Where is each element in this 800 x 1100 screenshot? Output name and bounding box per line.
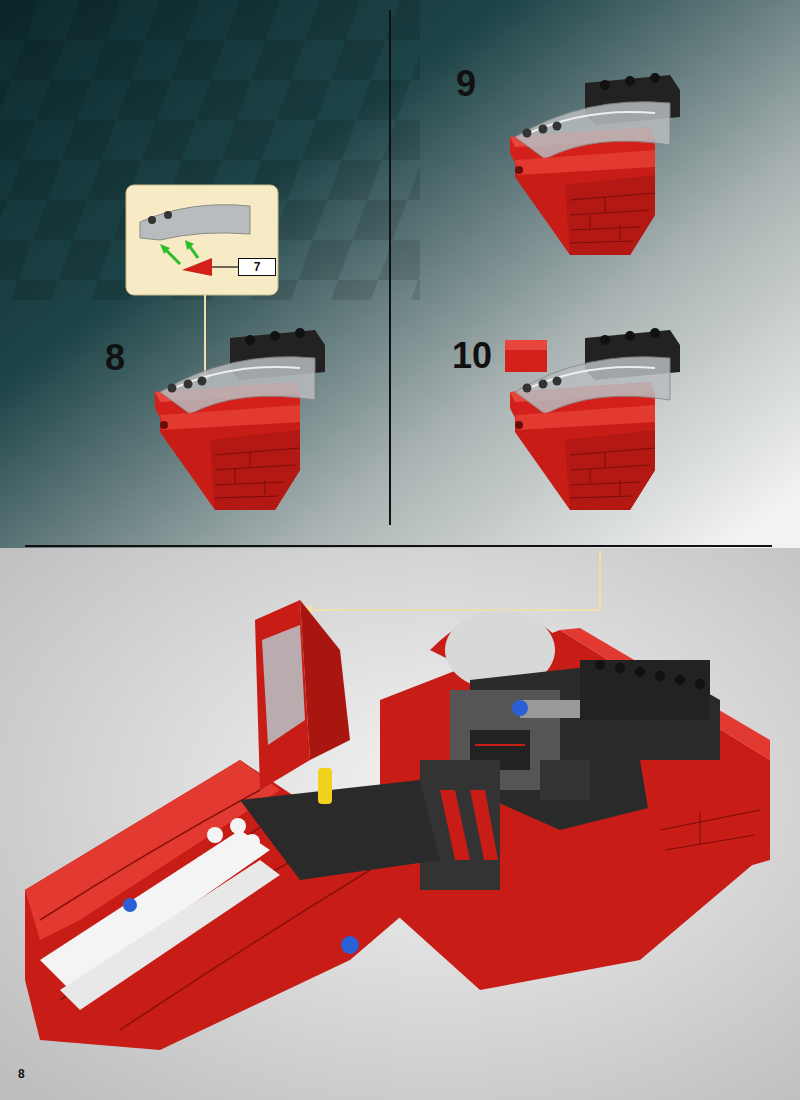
door-assembly [155, 328, 325, 510]
door-assembly [510, 73, 680, 255]
step-number: 8 [105, 340, 125, 376]
step-number: 10 [452, 338, 492, 374]
divider [25, 545, 772, 547]
callout-panel [126, 185, 278, 295]
divider [389, 10, 391, 525]
car-model [25, 600, 770, 1050]
callout-number: 7 [254, 261, 261, 273]
callout-box: 7 [238, 258, 276, 276]
wedge-part [182, 258, 212, 276]
window-part [140, 205, 250, 240]
red-brick [505, 340, 547, 372]
step-number: 9 [456, 66, 476, 102]
page-number: 8 [18, 1068, 25, 1080]
